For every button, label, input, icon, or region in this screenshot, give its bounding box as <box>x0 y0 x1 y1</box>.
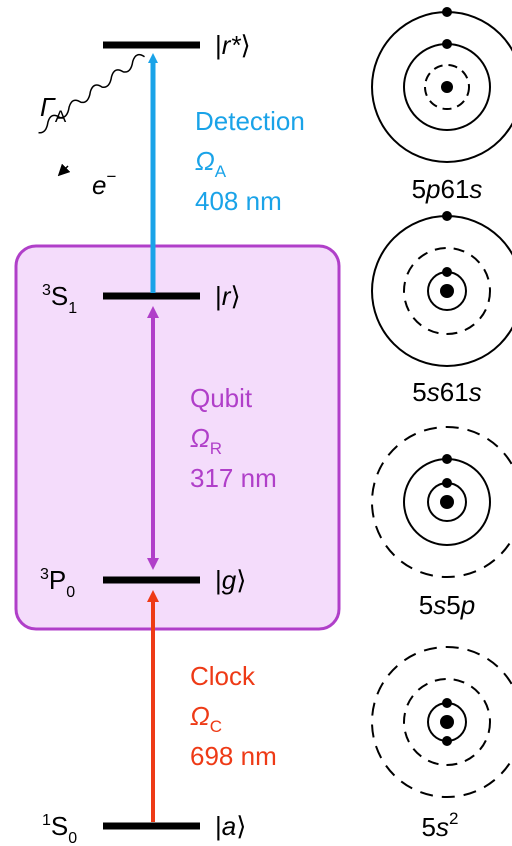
gamma-label: ΓA <box>40 92 67 126</box>
config-5s5p: 5s5p <box>419 590 475 620</box>
atom-5s2-icon <box>372 647 512 797</box>
clock-omega: ΩC <box>190 701 222 736</box>
atom-5s61s-icon <box>372 211 512 366</box>
atom-5s5p-icon <box>372 427 512 577</box>
ket-r-star: |r*⟩ <box>215 30 251 60</box>
config-5s2: 5s2 <box>422 809 459 842</box>
clock-wavelength: 698 nm <box>190 741 277 771</box>
config-5s61s: 5s61s <box>412 377 481 407</box>
qubit-wavelength: 317 nm <box>190 463 277 493</box>
qubit-label: Qubit <box>190 383 253 413</box>
term-1s0: 1S0 <box>42 811 77 846</box>
ket-r: |r⟩ <box>215 281 241 311</box>
clock-label: Clock <box>190 661 256 691</box>
detection-label: Detection <box>195 106 305 136</box>
ket-a: |a⟩ <box>215 811 246 841</box>
atom-5p61s-icon <box>372 7 512 162</box>
detection-omega: ΩA <box>195 146 227 181</box>
detection-wavelength: 408 nm <box>195 186 282 216</box>
ket-g: |g⟩ <box>215 565 246 595</box>
electron-label: e− <box>92 167 116 200</box>
decay-arrow-tip <box>62 166 68 172</box>
config-5p61s: 5p61s <box>412 174 483 204</box>
